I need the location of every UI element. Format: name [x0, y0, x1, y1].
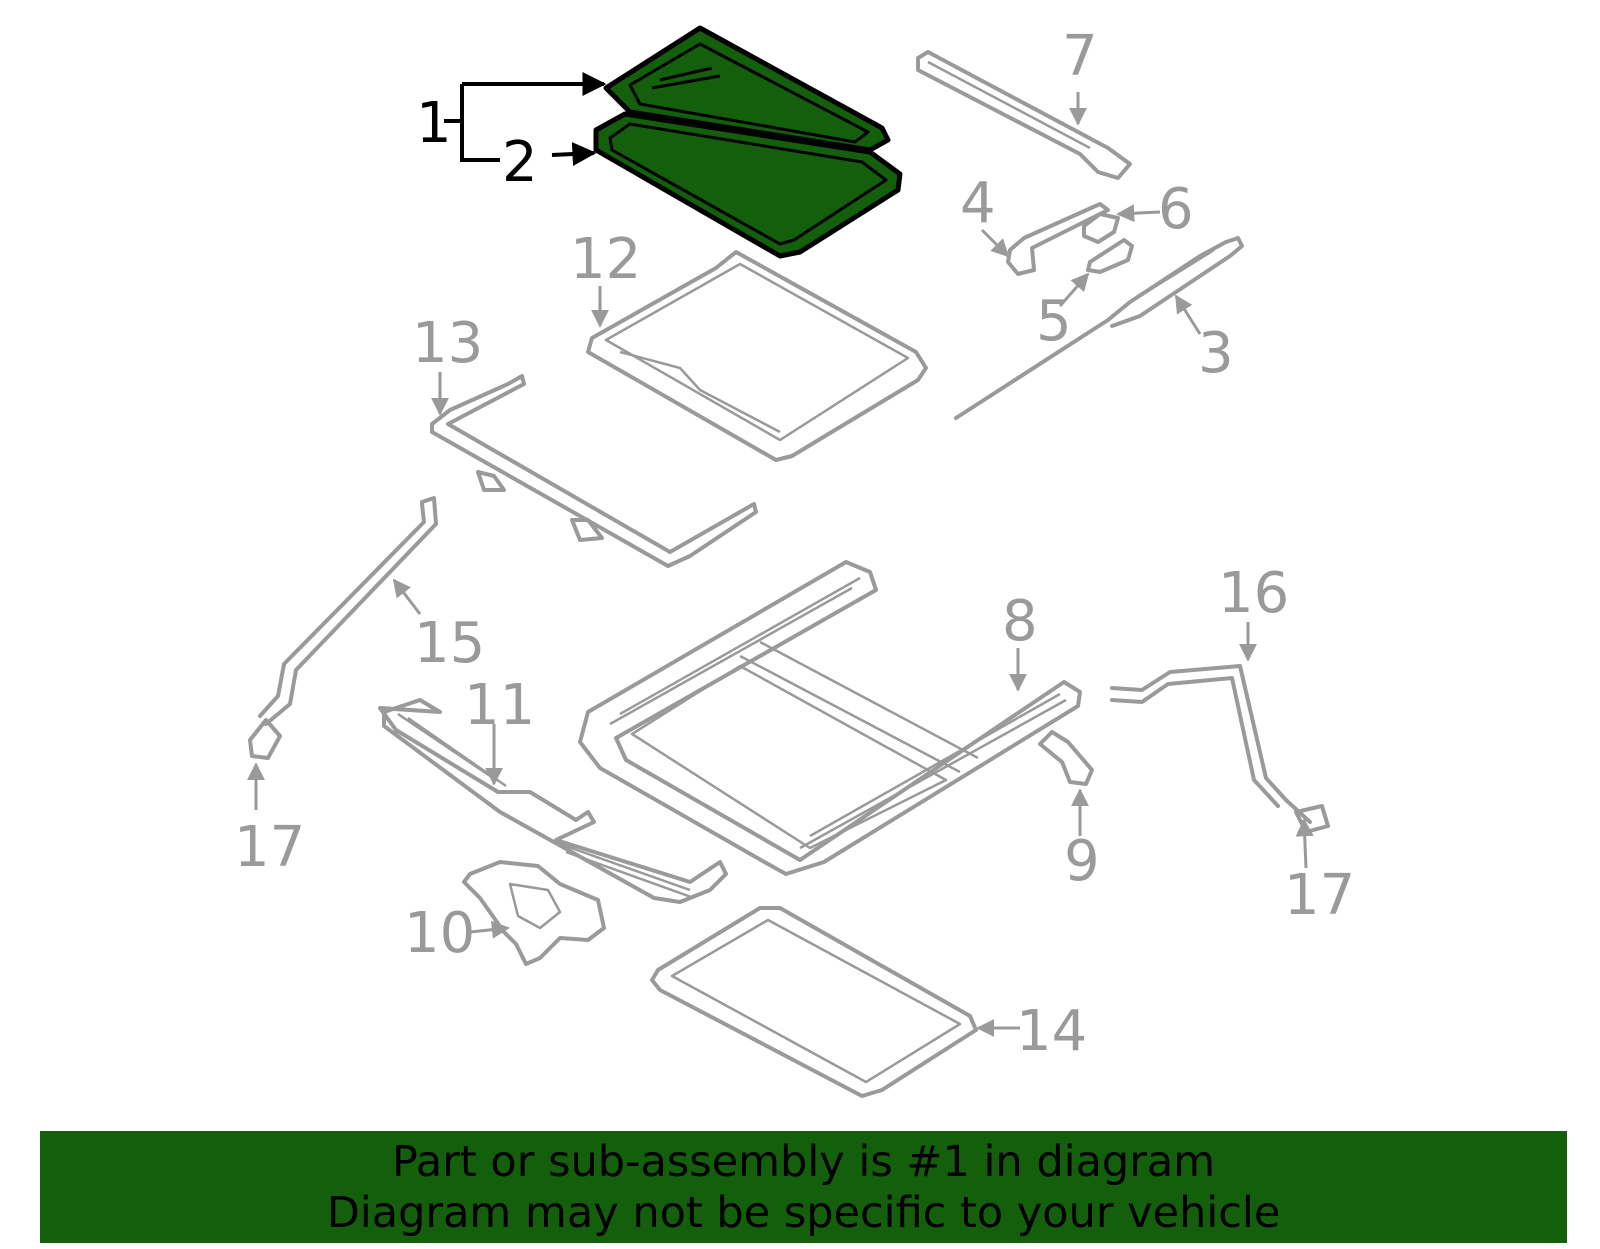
- info-banner: Part or sub-assembly is #1 in diagram Di…: [40, 1131, 1567, 1243]
- callout-1-2-bracket: [444, 72, 607, 167]
- callout-8: 8: [1002, 589, 1038, 654]
- part-9-bracket: [1038, 730, 1094, 836]
- banner-line-1: Part or sub-assembly is #1 in diagram: [391, 1137, 1216, 1187]
- part-12-sunshade: [586, 250, 928, 462]
- banner-line-2: Diagram may not be specific to your vehi…: [326, 1188, 1281, 1238]
- part-10-motor: [462, 860, 606, 966]
- callout-5: 5: [1036, 289, 1072, 354]
- callout-16: 16: [1218, 561, 1289, 626]
- callout-4: 4: [960, 171, 996, 236]
- callout-1: 1: [416, 91, 452, 156]
- callout-7: 7: [1062, 24, 1098, 89]
- part-3-cable: [954, 236, 1244, 420]
- callout-12: 12: [570, 227, 641, 292]
- callout-17-left: 17: [234, 815, 305, 880]
- part-13-guide-frame: [430, 372, 758, 568]
- part-17-right-leader: [1295, 818, 1314, 869]
- part-16-drain-hose: [1110, 622, 1330, 834]
- part-7-front-rail: [916, 50, 1132, 180]
- part-11-drive-cable: [378, 698, 728, 904]
- part-2-glass-seal: [593, 111, 903, 259]
- callout-13: 13: [412, 311, 483, 376]
- part-1-glass-panel: [603, 25, 891, 153]
- callout-10: 10: [404, 901, 475, 966]
- part-14-weatherstrip: [650, 906, 1020, 1098]
- part-5-clip: [1058, 238, 1134, 307]
- part-6-clip: [1082, 204, 1161, 244]
- callout-17-right: 17: [1284, 863, 1355, 928]
- callout-15: 15: [414, 611, 485, 676]
- callout-6: 6: [1158, 177, 1194, 242]
- callout-2: 2: [502, 130, 538, 195]
- part-4-bracket: [980, 202, 1110, 276]
- callout-3: 3: [1198, 321, 1234, 386]
- part-15-drain-hose: [248, 496, 438, 760]
- part-8-frame: [578, 560, 1082, 876]
- callout-14: 14: [1016, 999, 1087, 1064]
- callout-9: 9: [1064, 829, 1100, 894]
- callout-11: 11: [464, 673, 535, 738]
